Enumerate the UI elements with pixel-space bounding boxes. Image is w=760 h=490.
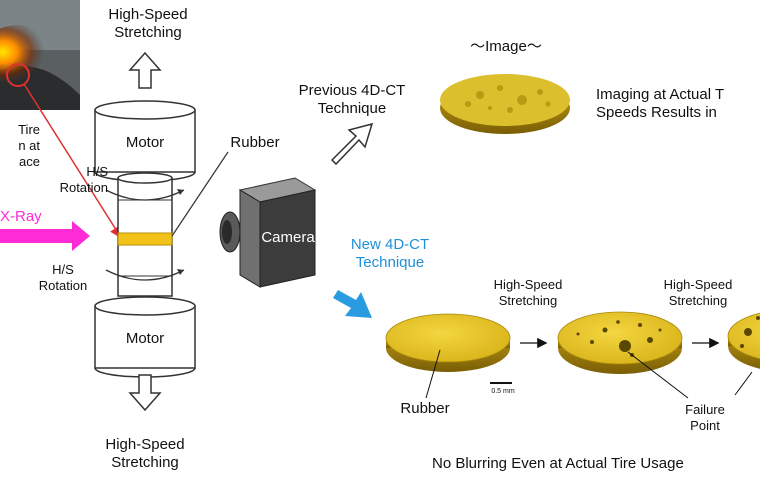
failure-point-pointer — [627, 351, 689, 399]
motor-bottom — [94, 296, 196, 378]
imaging-actual-label: Imaging at Actual T Speeds Results in — [596, 86, 724, 122]
top-stretch-line-2: Stretching — [114, 24, 182, 41]
new-technique-line-2: Technique — [355, 254, 425, 271]
new-technique-label: New 4D-CT Technique — [330, 236, 450, 272]
blurred-disc — [440, 74, 570, 134]
previous-technique-line-1: Previous 4D-CT — [298, 82, 406, 99]
disc-voids — [557, 311, 683, 374]
rubber-sample — [117, 232, 173, 246]
step-stretch-2-line-2: Stretching — [668, 293, 728, 308]
no-blurring-label: No Blurring Even at Actual Tire Usage — [432, 455, 684, 472]
camera-icon — [219, 177, 317, 288]
rotation-bottom-line-2: Rotation — [38, 278, 88, 293]
bottom-stretch-label: High-Speed Stretching — [95, 436, 195, 472]
motor-bottom-label: Motor — [125, 330, 165, 347]
imaging-actual-line-1: Imaging at Actual T — [596, 86, 725, 103]
rotation-bottom-line-1: H/S — [52, 262, 74, 277]
new-technique-line-1: New 4D-CT — [350, 236, 430, 253]
rubber-disc-pointer — [425, 349, 441, 399]
disc-failure — [727, 312, 760, 369]
bottom-stretch-line-2: Stretching — [111, 454, 179, 471]
disc-intact — [385, 313, 511, 372]
rotation-top-line-2: Rotation — [59, 180, 108, 195]
failure-point-pointer-2 — [734, 371, 753, 396]
rubber-sample-label: Rubber — [230, 134, 280, 151]
camera-label: Camera — [261, 229, 315, 246]
tire-caption-line-2: n at — [18, 138, 40, 153]
motor-top — [94, 100, 196, 182]
rotation-arrow-icon — [105, 189, 185, 281]
image-heading: ～Image～ — [470, 38, 542, 55]
step-stretch-1-line-2: Stretching — [498, 293, 558, 308]
rotation-top-line-1: H/S — [86, 164, 108, 179]
previous-technique-line-2: Technique — [317, 100, 387, 117]
bottom-stretch-line-1: High-Speed — [105, 436, 185, 453]
failure-point-line-2: Point — [690, 418, 720, 433]
xray-label: X-Ray — [0, 208, 42, 225]
top-stretch-label: High-Speed Stretching — [98, 6, 198, 42]
step-stretch-2-line-1: High-Speed — [663, 277, 733, 292]
rubber-disc-label: Rubber — [400, 400, 450, 417]
failure-point-label: Failure Point — [665, 402, 745, 434]
imaging-actual-line-2: Speeds Results in — [596, 104, 717, 121]
tire-caption: Tire n at ace — [0, 122, 40, 170]
rotation-bottom-label: H/S Rotation — [26, 262, 100, 294]
step-stretch-2-label: High-Speed Stretching — [648, 277, 748, 309]
rotation-top-label: H/S Rotation — [48, 164, 108, 196]
tire-caption-line-3: ace — [19, 154, 40, 169]
scale-bar-label: 0.5 mm — [491, 388, 515, 395]
previous-technique-label: Previous 4D-CT Technique — [282, 82, 422, 118]
up-arrow-icon — [128, 51, 162, 89]
blue-arrow-icon — [333, 290, 372, 318]
down-arrow-icon — [128, 374, 162, 412]
outline-arrow-icon — [330, 122, 374, 166]
failure-point-line-1: Failure — [685, 402, 725, 417]
tire-caption-line-1: Tire — [18, 122, 40, 137]
step-stretch-1-line-1: High-Speed — [493, 277, 563, 292]
xray-arrow — [0, 221, 90, 251]
rubber-pointer-line — [171, 151, 229, 237]
tire-photo — [0, 0, 80, 110]
top-stretch-line-1: High-Speed — [108, 6, 188, 23]
step-stretch-1-label: High-Speed Stretching — [478, 277, 578, 309]
motor-top-label: Motor — [125, 134, 165, 151]
red-pointer-line — [23, 83, 122, 239]
